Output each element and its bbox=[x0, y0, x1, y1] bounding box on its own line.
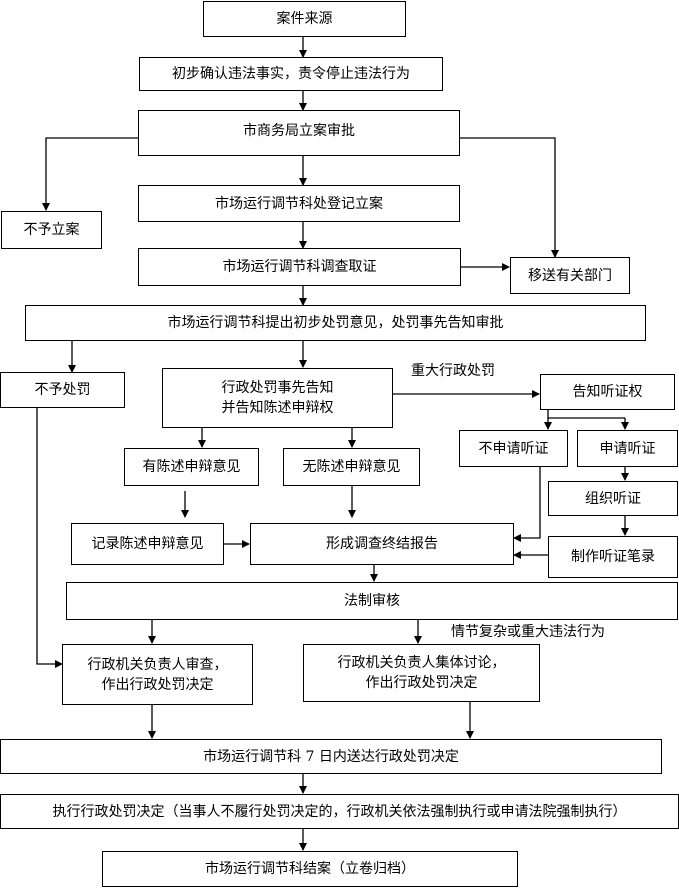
node-deliver: 市场运行调节科 7 日内送达行政处罚决定 bbox=[0, 739, 662, 774]
edge-label-major-penalty: 重大行政处罚 bbox=[411, 363, 495, 379]
node-collective-line2: 作出行政处罚决定 bbox=[365, 675, 478, 691]
node-has-statement: 有陈述申辩意见 bbox=[124, 448, 259, 486]
node-register-label: 市场运行调节科处登记立案 bbox=[215, 195, 383, 212]
node-propose: 市场运行调节科提出初步处罚意见，处罚事先告知审批 bbox=[25, 305, 646, 341]
arrow-no-request-to-report bbox=[513, 467, 541, 542]
node-no-penalty: 不予处罚 bbox=[0, 372, 125, 408]
node-notify-line2: 并告知陈述申辩权 bbox=[221, 400, 334, 416]
node-execute-label: 执行行政处罚决定（当事人不履行处罚决定的，行政机关依法强制执行或申请法院强制执行… bbox=[52, 803, 627, 820]
node-notify-line1: 行政处罚事先告知 bbox=[221, 380, 334, 396]
node-head-review: 行政机关负责人审查， 作出行政处罚决定 bbox=[62, 644, 253, 705]
node-transfer: 移送有关部门 bbox=[510, 257, 630, 294]
node-no-hearing-request-label: 不申请听证 bbox=[478, 440, 549, 457]
edge-label-complex-case: 情节复杂或重大违法行为 bbox=[451, 624, 605, 640]
node-propose-label: 市场运行调节科提出初步处罚意见，处罚事先告知审批 bbox=[167, 315, 504, 331]
node-organize-hearing-label: 组织听证 bbox=[585, 490, 641, 507]
node-head-review-line1: 行政机关负责人审查， bbox=[87, 656, 228, 673]
node-final-report-label: 形成调查终结报告 bbox=[326, 536, 438, 552]
node-preliminary-confirm-label: 初步确认违法事实，责令停止违法行为 bbox=[172, 66, 410, 82]
node-no-penalty-label: 不予处罚 bbox=[34, 382, 91, 398]
node-organize-hearing: 组织听证 bbox=[548, 481, 678, 516]
node-final-report: 形成调查终结报告 bbox=[250, 523, 514, 565]
node-no-case: 不予立案 bbox=[1, 211, 102, 249]
node-execute: 执行行政处罚决定（当事人不履行处罚决定的，行政机关依法强制执行或申请法院强制执行… bbox=[0, 794, 679, 829]
node-register: 市场运行调节科处登记立案 bbox=[138, 185, 460, 222]
node-request-hearing-label: 申请听证 bbox=[599, 440, 656, 457]
node-legal-review: 法制审核 bbox=[66, 582, 678, 620]
node-hearing-record-label: 制作听证笔录 bbox=[571, 549, 655, 565]
node-hearing-record: 制作听证笔录 bbox=[548, 536, 678, 578]
node-record-statement: 记录陈述申辩意见 bbox=[71, 523, 224, 565]
node-hearing-right-label: 告知听证权 bbox=[572, 384, 643, 400]
node-deliver-label: 市场运行调节科 7 日内送达行政处罚决定 bbox=[203, 748, 459, 765]
node-no-hearing-request: 不申请听证 bbox=[459, 430, 568, 467]
node-bureau-approval-label: 市商务局立案审批 bbox=[243, 123, 355, 139]
node-no-statement-label: 无陈述申辩意见 bbox=[302, 459, 401, 475]
node-no-statement: 无陈述申辩意见 bbox=[283, 448, 420, 486]
node-has-statement-label: 有陈述申辩意见 bbox=[142, 459, 241, 475]
node-close-case-label: 市场运行调节科结案（立卷归档） bbox=[205, 861, 415, 877]
arrow-approval-to-transfer bbox=[460, 137, 559, 258]
node-head-review-line2: 作出行政处罚决定 bbox=[101, 676, 214, 693]
node-close-case: 市场运行调节科结案（立卷归档） bbox=[102, 851, 518, 887]
node-preliminary-confirm: 初步确认违法事实，责令停止违法行为 bbox=[139, 57, 443, 91]
node-case-source: 案件来源 bbox=[203, 1, 406, 37]
arrow-no-penalty-to-head-review bbox=[36, 408, 63, 668]
node-legal-review-label: 法制审核 bbox=[344, 593, 400, 609]
node-case-source-label: 案件来源 bbox=[276, 11, 333, 27]
arrow-approval-to-no-case bbox=[42, 137, 138, 211]
node-investigate: 市场运行调节科调查取证 bbox=[138, 248, 461, 286]
node-collective-line1: 行政机关负责人集体讨论， bbox=[337, 655, 506, 671]
node-no-case-label: 不予立案 bbox=[23, 222, 80, 238]
node-bureau-approval: 市商务局立案审批 bbox=[138, 110, 460, 156]
node-transfer-label: 移送有关部门 bbox=[528, 267, 612, 284]
arrow-hearing-right-split bbox=[547, 410, 625, 419]
node-request-hearing: 申请听证 bbox=[577, 430, 678, 467]
node-hearing-right: 告知听证权 bbox=[540, 374, 675, 410]
node-notify: 行政处罚事先告知 并告知陈述申辩权 bbox=[162, 368, 393, 428]
node-record-statement-label: 记录陈述申辩意见 bbox=[91, 536, 204, 552]
node-collective: 行政机关负责人集体讨论， 作出行政处罚决定 bbox=[303, 644, 540, 702]
node-investigate-label: 市场运行调节科调查取证 bbox=[222, 259, 377, 275]
